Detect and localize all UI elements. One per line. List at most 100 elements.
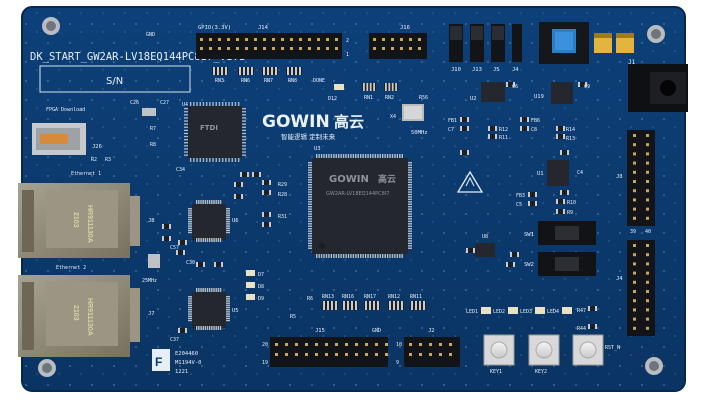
smd-part	[262, 212, 271, 217]
resistor-networks-bottom	[322, 301, 426, 310]
header-pin	[218, 47, 221, 50]
gpio-header-j14[interactable]	[196, 33, 342, 59]
chip-pin	[408, 179, 412, 181]
chip-pin	[215, 238, 217, 242]
smd-part	[556, 134, 565, 139]
crystal-25mhz-label: 25MHz	[142, 278, 157, 284]
header-pin	[275, 343, 278, 346]
chip-pin	[226, 221, 230, 223]
chip-pin	[188, 218, 192, 221]
rn3-label: RN3	[215, 78, 224, 84]
jumper-block[interactable]	[449, 24, 522, 62]
chip-pin	[188, 208, 192, 210]
ethernet-port-j8[interactable]: HR911130A 2103	[18, 183, 140, 258]
chip-pin	[396, 154, 399, 158]
chip-pin	[242, 114, 246, 116]
side-header-j3[interactable]	[627, 130, 655, 226]
chip-pin	[218, 158, 221, 162]
smd-pad	[196, 262, 198, 267]
resistor-pad	[335, 301, 337, 310]
d7-label: D7	[258, 272, 264, 278]
r44-label: R44	[577, 326, 586, 332]
header-j16[interactable]	[369, 33, 427, 59]
expansion-header-j15[interactable]	[270, 337, 388, 367]
chip-pin	[196, 158, 198, 162]
ethernet-port-j7[interactable]: HR911130A 2103	[18, 275, 140, 357]
chip-pin	[399, 154, 401, 158]
chip-pin	[318, 254, 320, 258]
chip-pin	[184, 117, 188, 119]
usb-connector-j26[interactable]	[32, 123, 86, 155]
header-j2[interactable]	[404, 337, 460, 367]
switch-sw1[interactable]	[538, 221, 596, 245]
chip-pin	[408, 237, 412, 240]
chip-pin	[308, 247, 312, 249]
chip-pin	[200, 288, 202, 292]
j5-label: J5	[493, 67, 500, 73]
chip-pin	[215, 326, 217, 330]
chip-pin	[188, 304, 192, 307]
chip-pin	[242, 142, 246, 144]
smd-part	[506, 262, 515, 267]
chip-pin	[357, 154, 359, 158]
smd-pad	[556, 209, 558, 214]
j8-label: J8	[148, 218, 155, 224]
gowin-brand: GOWIN	[262, 112, 330, 132]
chip-pin	[308, 186, 312, 188]
header-pin	[305, 343, 308, 346]
chip-pin	[386, 154, 389, 158]
resistor-pad	[251, 67, 253, 75]
switch-sw2[interactable]	[538, 252, 596, 276]
header-pin	[200, 47, 203, 50]
side-header-j4[interactable]	[627, 240, 655, 336]
chip-pin	[202, 288, 204, 292]
reset-button[interactable]	[572, 334, 604, 366]
chip-pin	[308, 235, 312, 237]
smd-part	[234, 182, 243, 187]
chip-pin	[226, 231, 230, 234]
chip-pin	[193, 158, 195, 162]
smd-part	[466, 248, 475, 253]
chip-pin	[372, 254, 374, 258]
chip-pin	[308, 169, 312, 171]
header-pin	[409, 343, 412, 346]
resistor-network	[362, 83, 376, 91]
header-pin	[335, 38, 338, 41]
smd-pad	[460, 117, 462, 122]
smd-pad	[252, 172, 254, 177]
header-pin	[409, 353, 412, 356]
mount-hole-bottom-left	[38, 359, 56, 377]
header-pin	[382, 47, 385, 50]
smd-pad	[563, 134, 565, 139]
resistor-pad	[397, 301, 399, 310]
smd-pad	[520, 117, 522, 122]
r11-label: R11	[499, 135, 508, 141]
chip-u8	[475, 243, 495, 257]
resistor-pad	[217, 67, 219, 75]
chip-pin	[308, 228, 312, 230]
smd-pad	[595, 306, 597, 311]
header-pin	[418, 47, 421, 50]
chip-pin	[342, 154, 345, 158]
chip-pin	[308, 230, 312, 232]
resistor-pad	[385, 83, 387, 91]
power-switch[interactable]	[539, 22, 589, 64]
smd-pad	[169, 236, 171, 241]
chip-pin	[211, 238, 213, 242]
key2-button[interactable]	[528, 334, 560, 366]
power-jack-j1[interactable]	[628, 64, 688, 112]
key1-button[interactable]	[483, 334, 515, 366]
smd-part	[162, 224, 171, 229]
header-pin-2-label: 2	[346, 38, 349, 44]
serial-box	[39, 65, 191, 93]
chip-pin	[222, 158, 224, 162]
cert-text-1: E204460	[175, 351, 198, 357]
chip-pin	[408, 203, 412, 205]
chip-pin	[188, 223, 192, 225]
chip-pin	[340, 254, 342, 258]
fpga-chip-brand: GOWIN	[329, 174, 369, 185]
chip-pin	[226, 302, 230, 304]
smd-pad	[556, 199, 558, 204]
chip-pin	[242, 108, 246, 110]
chip-pin	[308, 166, 312, 169]
